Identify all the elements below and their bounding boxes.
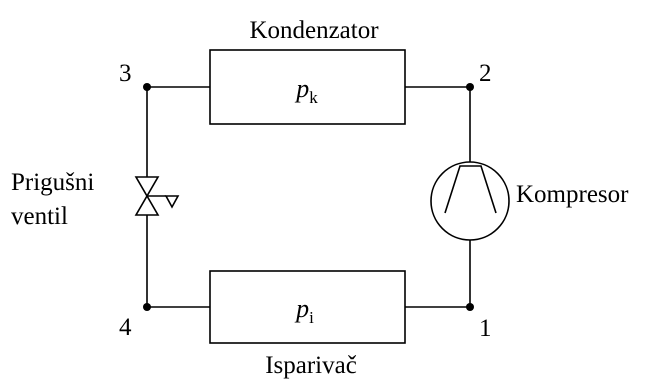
- evaporator: pi Isparivač: [209, 270, 406, 379]
- valve-upper-triangle: [134, 176, 160, 198]
- condenser-box: [209, 49, 406, 125]
- point-label-4: 4: [119, 314, 132, 341]
- point-label-3: 3: [119, 60, 132, 87]
- evaporator-box: [209, 270, 406, 344]
- compressor: Kompresor: [430, 161, 629, 241]
- node-3: [143, 83, 151, 91]
- valve-lower-triangle: [134, 194, 160, 216]
- point-label-2: 2: [479, 60, 492, 87]
- evaporator-pressure: pi: [294, 294, 314, 327]
- compressor-label: Kompresor: [516, 181, 629, 208]
- pipe-network: [146, 86, 471, 308]
- point-label-1: 1: [479, 315, 492, 342]
- compressor-circle: [430, 161, 510, 241]
- valve-actuator: [164, 195, 180, 209]
- node-1: [466, 303, 474, 311]
- node-4: [143, 303, 151, 311]
- condenser-label: Kondenzator: [249, 17, 379, 44]
- expansion-valve: Prigušni ventil: [11, 169, 180, 230]
- condenser: pk Kondenzator: [209, 17, 406, 125]
- evaporator-label: Isparivač: [265, 352, 357, 379]
- condenser-pressure: pk: [294, 74, 318, 107]
- valve-label-line2: ventil: [11, 203, 68, 230]
- valve-label-line1: Prigušni: [11, 169, 94, 196]
- compressor-symbol: [444, 165, 497, 214]
- state-points: 1 2 3 4: [119, 60, 492, 342]
- node-2: [466, 83, 474, 91]
